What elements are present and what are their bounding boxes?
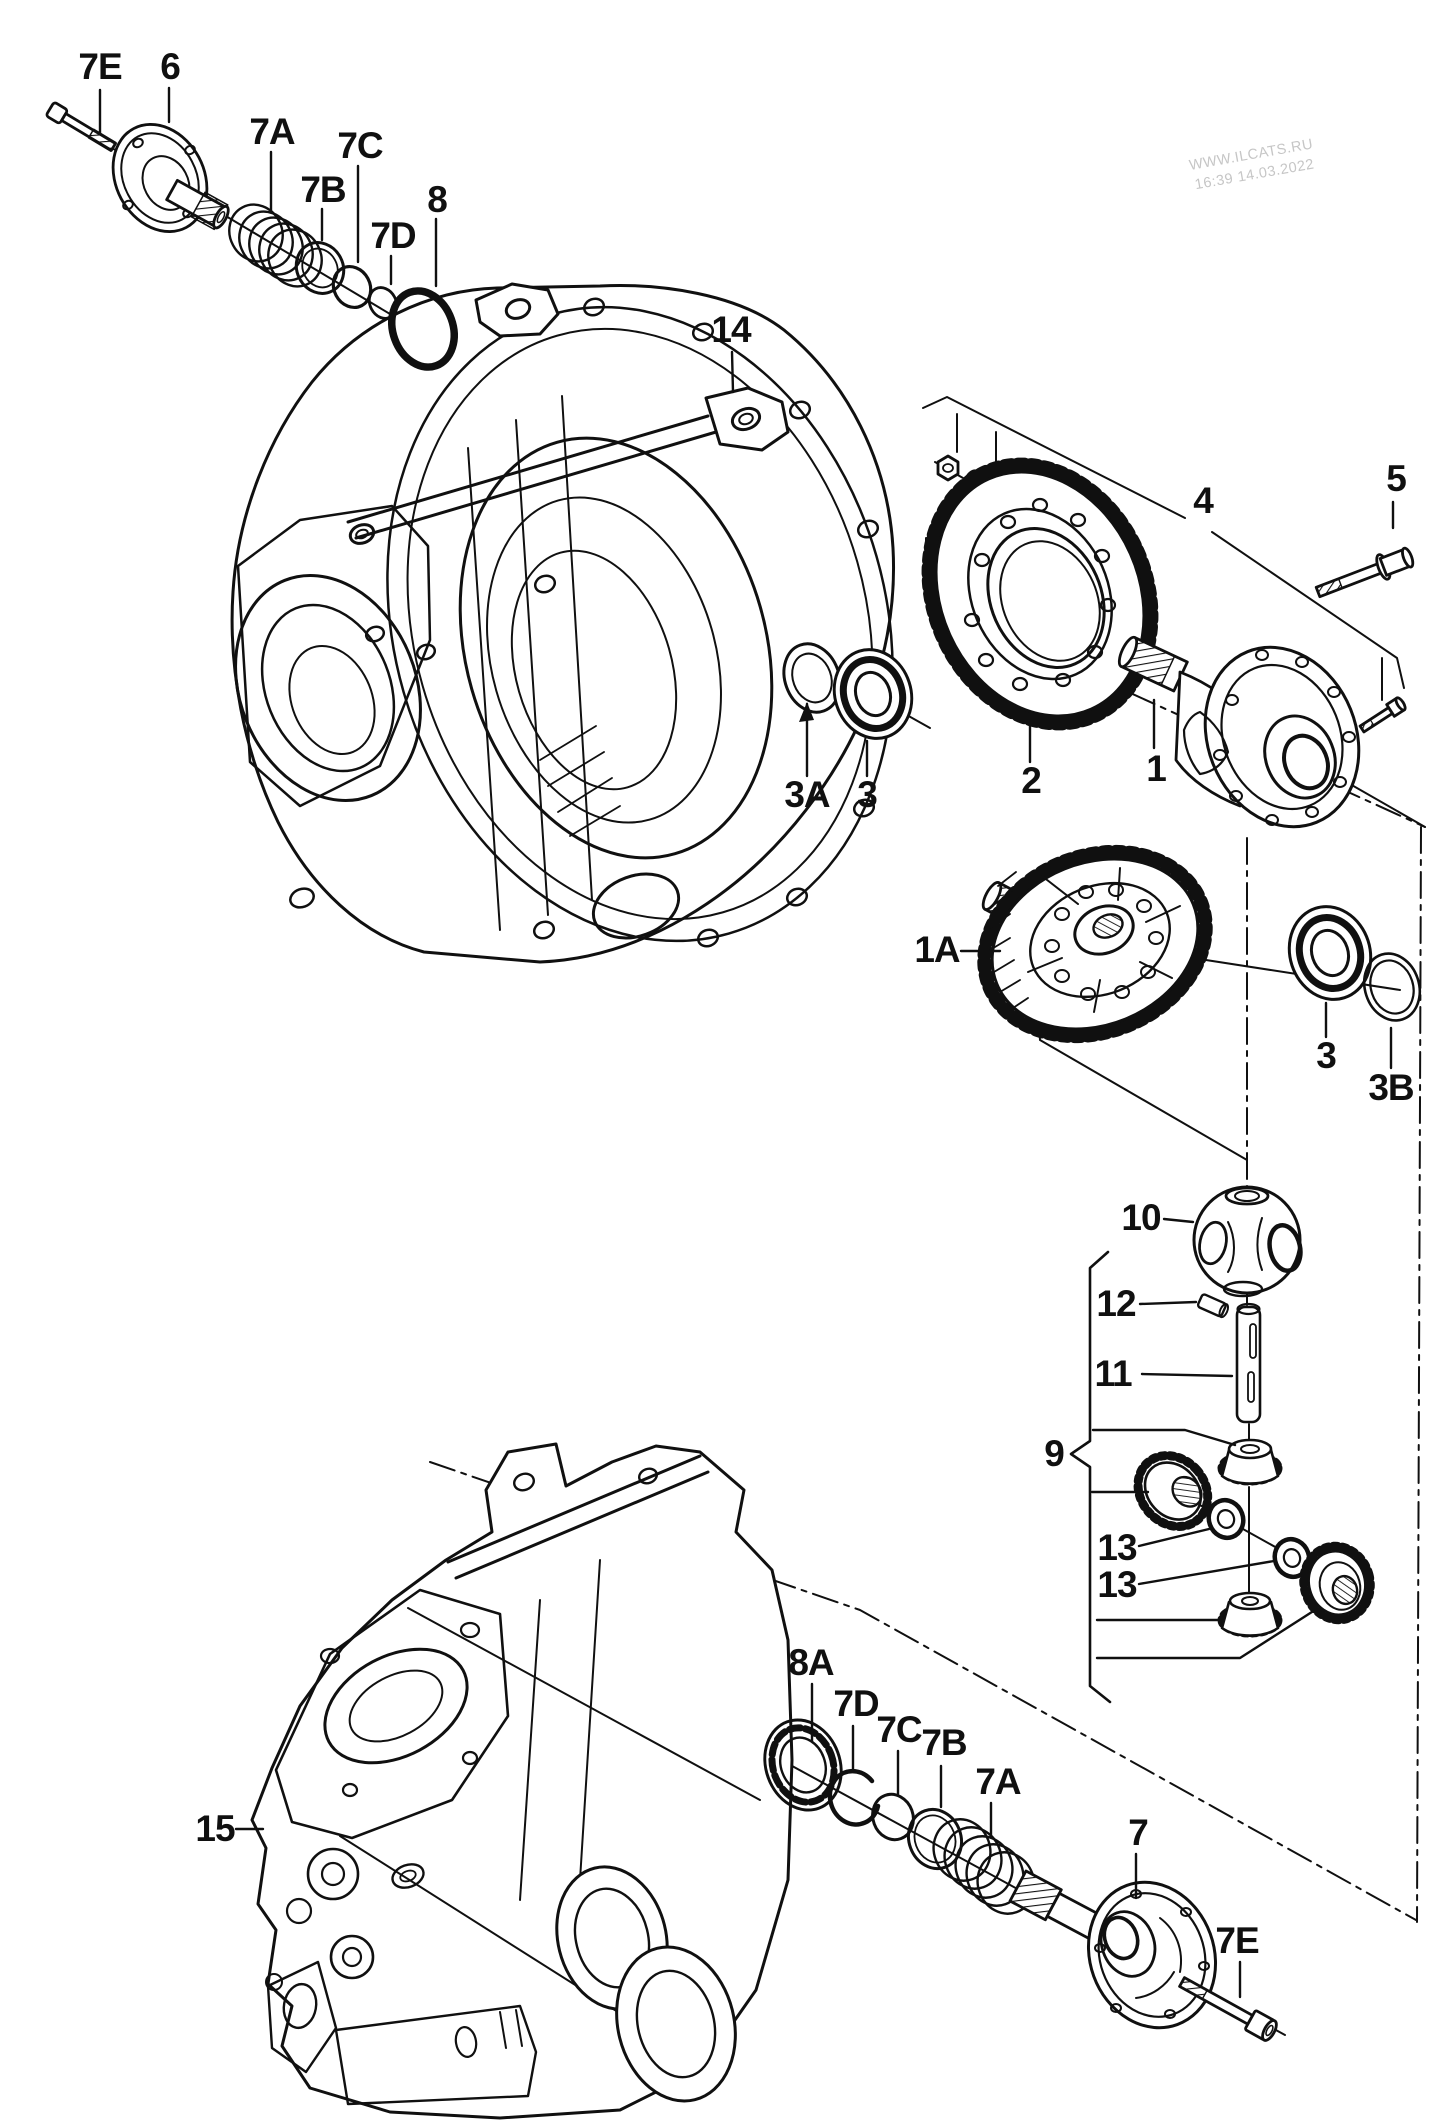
callout-6: 6 bbox=[160, 46, 181, 88]
differential-housing-1 bbox=[1117, 546, 1415, 829]
callout-2: 2 bbox=[1021, 760, 1042, 802]
hex-nut bbox=[936, 454, 960, 482]
callout-7e-top: 7E bbox=[78, 46, 122, 88]
callout-14: 14 bbox=[711, 309, 751, 351]
callout-7b-top: 7B bbox=[300, 169, 346, 211]
differential-cage-10 bbox=[1192, 1185, 1303, 1298]
thrust-washer-13-lower bbox=[1272, 1536, 1312, 1580]
axle-flange-7 bbox=[1086, 1880, 1218, 2030]
callout-7d-bottom: 7D bbox=[833, 1683, 879, 1725]
gearbox-housing-14 bbox=[230, 282, 896, 964]
diff-bolt-inserted bbox=[1358, 696, 1407, 734]
diff-stub-spline bbox=[1117, 635, 1189, 693]
callout-12: 12 bbox=[1096, 1283, 1136, 1325]
circlip-7d-bottom bbox=[827, 1768, 881, 1827]
callout-7a-top: 7A bbox=[249, 111, 295, 153]
callout-13-lower: 13 bbox=[1097, 1564, 1137, 1606]
output-flange-assembly-7 bbox=[763, 1718, 1278, 2042]
callout-8: 8 bbox=[427, 179, 448, 221]
axle-flange-assembly-6 bbox=[45, 101, 458, 371]
callout-7e-bottom: 7E bbox=[1215, 1920, 1259, 1962]
spokes bbox=[1027, 867, 1181, 1013]
axle-flange-6 bbox=[111, 123, 209, 233]
callout-5: 5 bbox=[1386, 458, 1407, 500]
spider-shaft-11 bbox=[1235, 1302, 1262, 1424]
spider-bevel-gear-bottom bbox=[1217, 1591, 1283, 1638]
callout-7-bottom: 7 bbox=[1128, 1812, 1149, 1854]
callout-8a: 8A bbox=[788, 1642, 834, 1684]
thrust-washer-13-upper bbox=[1206, 1497, 1246, 1541]
coil-spring-7a-bottom bbox=[932, 1818, 1036, 1915]
callout-10: 10 bbox=[1121, 1197, 1161, 1239]
callout-15: 15 bbox=[195, 1808, 235, 1850]
ring-7b-top-inner bbox=[301, 247, 339, 289]
callout-11: 11 bbox=[1094, 1353, 1132, 1395]
helical-teeth-hatch bbox=[989, 871, 1029, 1011]
callout-9: 9 bbox=[1044, 1433, 1065, 1475]
callout-3a: 3A bbox=[784, 774, 830, 816]
callout-13-upper: 13 bbox=[1097, 1527, 1137, 1569]
flange-shaft-spline bbox=[165, 178, 230, 231]
callout-7d-top: 7D bbox=[370, 215, 416, 257]
callout-7c-bottom: 7C bbox=[876, 1709, 922, 1751]
callout-3-right: 3 bbox=[1316, 1035, 1337, 1077]
seal-8a bbox=[763, 1718, 843, 1812]
callout-7a-bottom: 7A bbox=[975, 1761, 1021, 1803]
spider-bevel-gear-top bbox=[1217, 1438, 1283, 1486]
ring-7b-top bbox=[294, 241, 346, 295]
callout-7c-top: 7C bbox=[337, 125, 383, 167]
callout-1a: 1A bbox=[914, 929, 960, 971]
o-ring-3b bbox=[1362, 952, 1422, 1022]
gearbox-housing-15 bbox=[250, 1442, 794, 2120]
ring-gear-2 bbox=[921, 454, 1159, 731]
spider-gear-group-9 bbox=[1133, 1185, 1375, 1638]
lock-pin-12 bbox=[1196, 1293, 1230, 1319]
flange-bolt-7e-top bbox=[45, 101, 117, 152]
callout-7b-bottom: 7B bbox=[921, 1722, 967, 1764]
callout-3b: 3B bbox=[1368, 1067, 1414, 1109]
o-ring-8 bbox=[388, 287, 458, 371]
bearing-seal-3-left bbox=[832, 648, 914, 740]
final-drive-gear-1a bbox=[977, 844, 1213, 1044]
leader-lines bbox=[98, 86, 1395, 1999]
diff-bolt-5 bbox=[1314, 546, 1415, 599]
bevel-pinion-13-left bbox=[1133, 1451, 1213, 1531]
callout-1: 1 bbox=[1146, 748, 1167, 790]
tapered-bearing-3-right bbox=[1287, 905, 1373, 1001]
flange-bolt-7e-bottom bbox=[1178, 1976, 1278, 2042]
ring-7c-bottom bbox=[871, 1792, 915, 1842]
callout-4: 4 bbox=[1193, 480, 1214, 522]
ring-7c-top bbox=[331, 265, 373, 309]
ring-7b-bottom-inner bbox=[913, 1814, 957, 1864]
side-gear-right bbox=[1299, 1541, 1375, 1625]
callout-3-left: 3 bbox=[857, 774, 878, 816]
